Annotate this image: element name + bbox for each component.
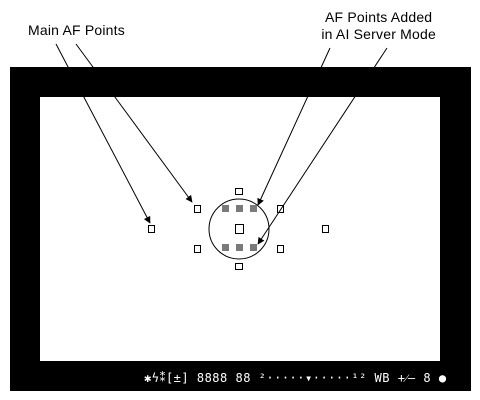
leader-line-upper-left <box>75 43 193 203</box>
af-point-center <box>235 224 244 234</box>
af-points-added-label: AF Points Added in AI Server Mode <box>321 9 436 43</box>
added-af-point-top-center <box>236 205 243 212</box>
af-point-upper-left <box>194 205 201 213</box>
af-points-added-label-line1: AF Points Added <box>325 9 433 25</box>
spot-metering-circle <box>208 198 270 260</box>
af-point-lower-right <box>277 245 284 253</box>
main-af-leader-lines <box>55 43 193 224</box>
added-af-points <box>222 205 257 251</box>
added-af-point-bottom-left <box>222 244 229 251</box>
main-af-points-label: Main AF Points <box>28 22 125 38</box>
added-af-point-bottom-center <box>236 244 243 251</box>
af-point-top <box>235 188 243 195</box>
leader-line-added-bottom <box>257 47 388 245</box>
added-af-leader-lines <box>257 47 388 245</box>
leader-line-far-left <box>55 43 151 224</box>
added-af-point-top-left <box>222 205 229 212</box>
added-af-point-bottom-right <box>250 244 257 251</box>
af-point-far-left <box>148 225 155 233</box>
af-points-added-label-line2: in AI Server Mode <box>321 26 436 42</box>
af-point-bottom <box>235 263 243 270</box>
af-point-far-right <box>322 225 329 233</box>
main-af-points <box>148 188 329 270</box>
leader-line-added-top <box>257 47 331 206</box>
added-af-point-top-right <box>250 205 257 212</box>
af-point-lower-left <box>194 245 201 253</box>
